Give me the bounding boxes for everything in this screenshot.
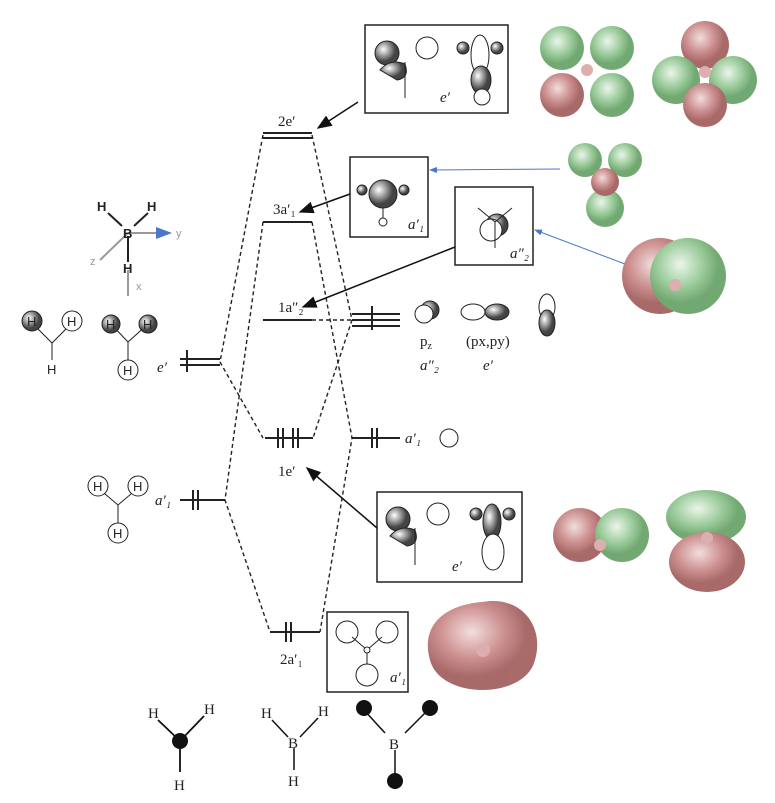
svg-text:H: H — [261, 706, 272, 722]
p-orbital-icons — [414, 293, 556, 448]
label-a2: a″₂ — [420, 358, 439, 374]
mo-levels — [180, 132, 400, 642]
render-a2 — [622, 238, 726, 314]
svg-text:H: H — [204, 702, 215, 718]
svg-text:e′: e′ — [440, 90, 451, 106]
box-a1: a′₁ — [349, 156, 429, 238]
svg-text:H: H — [113, 526, 122, 541]
orbital-renders — [427, 21, 757, 690]
svg-text:H: H — [143, 317, 152, 332]
svg-text:H: H — [133, 479, 142, 494]
render-2e-a — [540, 26, 634, 117]
svg-text:H: H — [47, 362, 56, 377]
label-right-a1: a′₁ — [405, 431, 421, 447]
label-right-e: e′ — [483, 358, 494, 374]
label-3a1: 3a′₁ — [273, 202, 296, 218]
label-pz: pz — [420, 334, 433, 352]
label-1e: 1e′ — [278, 464, 295, 480]
svg-text:a″₂: a″₂ — [510, 246, 529, 262]
svg-text:H: H — [174, 778, 185, 794]
svg-text:H: H — [123, 261, 132, 276]
axis-x-label: x — [136, 281, 142, 293]
label-left-e: e′ — [157, 360, 168, 376]
svg-text:H: H — [288, 774, 299, 790]
box-a2: a″₂ — [454, 186, 534, 266]
svg-text:H: H — [148, 706, 159, 722]
axis-z-label: z — [90, 256, 96, 268]
box-1e: e′ — [376, 491, 523, 583]
svg-text:H: H — [97, 199, 106, 214]
svg-text:a′₁: a′₁ — [390, 670, 406, 686]
coordinate-axes: H H B H y z x — [90, 199, 182, 296]
svg-text:H: H — [93, 479, 102, 494]
render-1e-b — [666, 490, 746, 592]
box-2a1: a′₁ — [326, 611, 409, 693]
svg-text:H: H — [123, 363, 132, 378]
electrons-1e — [277, 428, 299, 448]
svg-text:H: H — [147, 199, 156, 214]
pointer-arrows — [298, 101, 626, 529]
axis-y-label: y — [176, 228, 182, 240]
label-2a1: 2a′₁ — [280, 652, 303, 668]
svg-text:e′: e′ — [452, 559, 463, 575]
h3-salcs: H H H H H H H H H — [21, 310, 158, 544]
s-orbital-icon — [439, 428, 459, 448]
label-1a2: 1a″₂ — [278, 300, 304, 316]
render-2a1 — [427, 600, 538, 690]
svg-text:H: H — [318, 704, 329, 720]
render-2e-b — [652, 21, 757, 127]
render-3a1 — [568, 143, 642, 227]
svg-text:H: H — [106, 317, 115, 332]
svg-text:B: B — [389, 737, 399, 753]
render-1e-a — [553, 508, 649, 562]
svg-text:B: B — [123, 226, 132, 241]
label-pxpy: (px,py) — [466, 334, 510, 350]
svg-text:a′₁: a′₁ — [408, 217, 424, 233]
svg-text:H: H — [67, 314, 76, 329]
svg-text:B: B — [288, 736, 298, 752]
label-left-a1: a′₁ — [155, 493, 171, 509]
label-2e: 2e′ — [278, 114, 295, 130]
box-2e: e′ — [364, 24, 509, 114]
electrons-2a1 — [285, 622, 292, 642]
svg-text:H: H — [27, 314, 36, 329]
